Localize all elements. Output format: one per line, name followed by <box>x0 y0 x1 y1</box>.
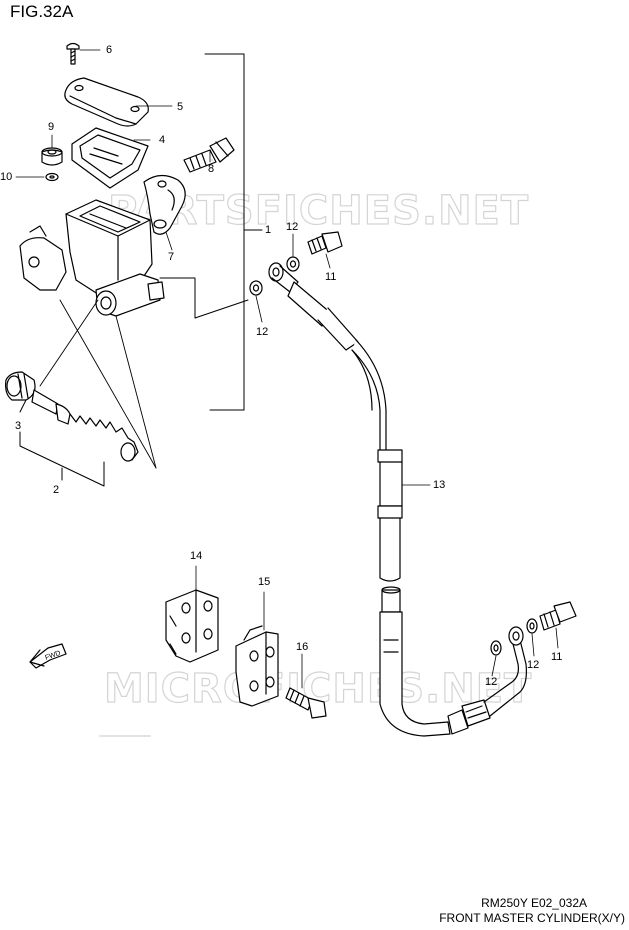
leader-lines <box>15 49 559 689</box>
callout-4: 4 <box>159 134 166 146</box>
footer-code: RM250Y E02_032A <box>481 896 587 910</box>
footer-name: FRONT MASTER CYLINDER(X/Y) <box>439 911 625 925</box>
callout-1: 1 <box>265 224 272 236</box>
callout-3: 3 <box>15 420 22 432</box>
callout-11-bottom: 11 <box>551 651 563 663</box>
explode-lines <box>39 299 157 469</box>
callout-12-bottom-right: 12 <box>527 659 540 671</box>
callout-8: 8 <box>208 163 215 175</box>
callout-16: 16 <box>296 641 309 653</box>
fwd-arrow-icon <box>29 643 67 669</box>
reservoir-cover-part-5 <box>64 77 149 127</box>
washer-part-12-bottom <box>490 618 538 656</box>
bolt-part-8 <box>183 137 235 173</box>
callout-12-top: 12 <box>286 221 299 233</box>
master-cylinder-body <box>19 199 165 317</box>
callout-15: 15 <box>258 576 271 588</box>
callout-7: 7 <box>168 251 175 263</box>
callout-5: 5 <box>177 101 184 113</box>
callout-2: 2 <box>53 484 60 496</box>
figure-title: FIG.32A <box>10 2 74 21</box>
boot-part-9 <box>41 147 63 166</box>
callout-14: 14 <box>190 550 203 562</box>
callout-11-top: 11 <box>325 271 337 283</box>
hose-guide-part-14 <box>165 589 219 663</box>
bracket-part-2 <box>19 399 105 487</box>
callout-12-bottom-left: 12 <box>485 676 498 688</box>
screw-part-6 <box>66 42 80 65</box>
callout-6: 6 <box>106 44 113 56</box>
bolt-part-16 <box>285 687 327 719</box>
brake-hose-part-13 <box>268 262 527 737</box>
banjo-bolt-part-11-top <box>307 231 343 255</box>
diaphragm-part-4 <box>71 127 149 189</box>
piston-assembly-part-2 <box>5 371 139 462</box>
banjo-bolt-part-11-bottom <box>539 601 577 631</box>
callout-13: 13 <box>433 479 446 491</box>
washer-part-12-top <box>249 256 300 296</box>
callout-9: 9 <box>48 121 55 133</box>
clamp-part-7 <box>143 174 186 235</box>
callout-10: 10 <box>0 171 13 183</box>
hose-guide-part-15 <box>235 625 279 707</box>
ring-part-10 <box>45 172 59 182</box>
callout-12-mid: 12 <box>256 326 269 338</box>
assembly-bracket <box>159 53 263 411</box>
